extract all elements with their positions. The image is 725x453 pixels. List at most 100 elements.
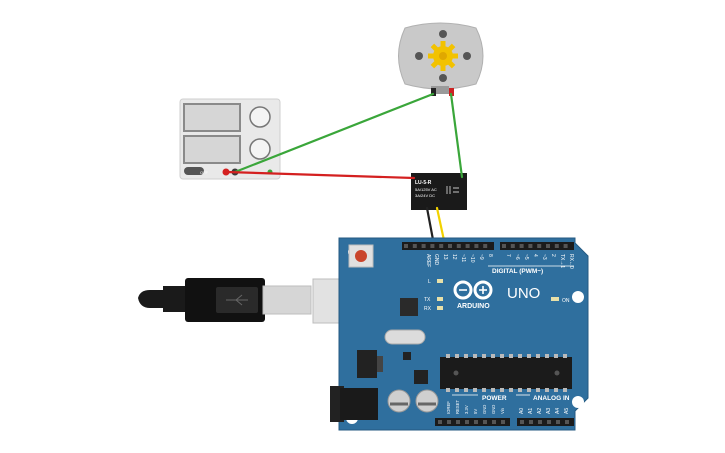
mcu-pin	[446, 354, 450, 358]
psu-voltage-knob[interactable]	[249, 106, 271, 128]
mcu-pin	[491, 388, 495, 392]
mcu-pin	[527, 388, 531, 392]
bottom-pin-hole[interactable]	[465, 420, 469, 424]
top-pin-hole[interactable]	[554, 244, 559, 248]
psu-current-knob[interactable]	[249, 138, 271, 160]
power-supply[interactable]: OFF	[179, 98, 281, 180]
bottom-pin-hole[interactable]	[483, 420, 487, 424]
top-pin-hole[interactable]	[448, 244, 452, 248]
top-pin-hole[interactable]	[412, 244, 417, 248]
mcu-pin	[491, 354, 495, 358]
mcu-pin	[536, 354, 540, 358]
crystal	[384, 329, 426, 345]
power-pin-label: GND	[482, 405, 487, 414]
top-pin-label: 13	[442, 254, 448, 260]
relay-rating-dc: 3A/24V DC	[415, 193, 435, 198]
psu-power-button[interactable]	[184, 167, 204, 175]
mcu-pin	[518, 388, 522, 392]
usb-cable[interactable]	[138, 278, 378, 324]
header-top-right	[500, 242, 574, 250]
top-pin-hole[interactable]	[537, 244, 542, 248]
mcu-pin	[545, 388, 549, 392]
top-pin-hole[interactable]	[421, 244, 426, 248]
mcu-pin	[509, 354, 513, 358]
usb-plug-metal	[262, 285, 312, 315]
bottom-pin-hole[interactable]	[438, 420, 442, 424]
microcontroller-pins	[446, 354, 567, 392]
top-pin-label: 8	[487, 254, 493, 257]
bottom-pin-hole[interactable]	[501, 420, 505, 424]
led-on	[551, 297, 559, 301]
relay[interactable]: LU-5-R 5A/125V AC 3A/24V DC	[411, 173, 467, 210]
top-pin-hole[interactable]	[439, 244, 444, 248]
small-component	[403, 352, 411, 360]
bottom-pin-hole[interactable]	[474, 420, 478, 424]
logo-minus-plus-icon	[459, 286, 487, 294]
bottom-pin-hole[interactable]	[538, 420, 542, 424]
psu-display-bottom	[183, 135, 241, 164]
relay-rating-ac: 5A/125V AC	[415, 187, 437, 192]
bottom-pin-hole[interactable]	[547, 420, 551, 424]
top-pin-hole[interactable]	[510, 244, 515, 248]
power-pin-label: 5V	[473, 409, 478, 414]
top-pin-label: 12	[451, 254, 457, 260]
reset-button[interactable]	[355, 250, 367, 262]
mcu-pin	[527, 354, 531, 358]
top-pin-hole[interactable]	[563, 244, 568, 248]
bottom-pin-hole[interactable]	[565, 420, 569, 424]
analog-pin-label: A1	[528, 408, 534, 414]
mcu-pin	[464, 354, 468, 358]
mcu-pin	[482, 354, 486, 358]
top-pin-hole[interactable]	[483, 244, 488, 248]
dc-motor[interactable]	[398, 22, 484, 96]
arduino-infinity-logo	[453, 280, 493, 300]
top-pin-hole[interactable]	[404, 244, 408, 248]
motor-screw-top	[439, 30, 447, 38]
top-pin-label: ~3	[541, 254, 547, 260]
motor-terminal-black[interactable]	[431, 88, 436, 96]
top-pin-label: RX←0	[568, 254, 574, 269]
psu-display-top	[183, 103, 241, 132]
top-pin-hole[interactable]	[456, 244, 461, 248]
top-pin-hole[interactable]	[519, 244, 524, 248]
mount-hole-tr	[572, 291, 584, 303]
top-pin-hole[interactable]	[430, 244, 435, 248]
mcu-pin	[500, 388, 504, 392]
top-pin-hole[interactable]	[465, 244, 470, 248]
bottom-pin-hole[interactable]	[456, 420, 460, 424]
led-rx	[437, 306, 443, 310]
mcu-pin	[563, 388, 567, 392]
wire-green-motor-psu[interactable]	[233, 92, 435, 174]
top-pin-hole[interactable]	[474, 244, 479, 248]
bottom-pin-hole[interactable]	[520, 420, 524, 424]
mcu-pin	[446, 388, 450, 392]
top-pin-hole[interactable]	[502, 244, 506, 248]
bottom-pin-hole[interactable]	[492, 420, 496, 424]
brand-label: ARDUINO	[457, 303, 490, 310]
motor-screw-left	[415, 52, 423, 60]
bottom-pin-hole[interactable]	[556, 420, 560, 424]
mcu-pin	[563, 354, 567, 358]
motor-screw-right	[463, 52, 471, 60]
model-label: UNO	[507, 285, 540, 302]
capacitor-right	[415, 389, 439, 413]
top-pin-label: AREF	[425, 254, 431, 267]
led-tx-label: TX	[424, 297, 431, 303]
power-pin-label: 3.3V	[464, 405, 469, 414]
top-pin-hole[interactable]	[546, 244, 550, 248]
wire-green-motor-relay[interactable]	[449, 92, 464, 179]
bottom-pin-hole[interactable]	[447, 420, 451, 424]
top-pin-hole[interactable]	[528, 244, 533, 248]
motor-terminal-red[interactable]	[449, 88, 454, 96]
mcu-pin	[455, 388, 459, 392]
wire-red-psu-relay[interactable]	[225, 170, 416, 180]
mcu-pin	[500, 354, 504, 358]
bottom-pin-hole[interactable]	[529, 420, 533, 424]
capacitor-left	[387, 389, 411, 413]
relay-model: LU-5-R	[415, 180, 432, 186]
motor-screw-bottom	[439, 74, 447, 82]
mcu-pin	[545, 354, 549, 358]
